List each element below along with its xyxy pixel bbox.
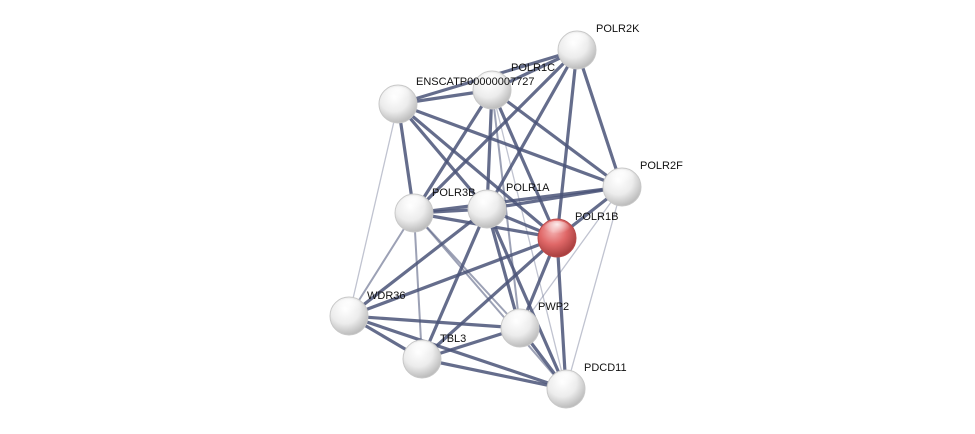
edge-wdr36-pwp2 — [347, 314, 522, 330]
node-wdr36[interactable]: WDR36 — [329, 290, 406, 336]
edge-polr1b-tbl3 — [420, 236, 559, 361]
node-label: POLR1C — [511, 62, 555, 74]
edge-polr1a-pwp2 — [485, 207, 522, 330]
edge-enscatp-polr2f — [396, 102, 624, 189]
node-label: PDCD11 — [584, 362, 627, 374]
edge-enscatp-polr1a — [396, 102, 489, 211]
edge-polr1c-polr1a — [485, 88, 494, 211]
node-label: PWP2 — [538, 301, 569, 313]
node-label: WDR36 — [367, 290, 406, 302]
edge-polr3b-pdcd11 — [413, 212, 567, 390]
edge-polr2k-polr2f — [575, 48, 624, 189]
node-enscatp[interactable]: ENSCATP00000007727 — [378, 76, 534, 124]
node-polr1c[interactable]: POLR1C — [472, 62, 555, 110]
node-highlight-shine — [506, 310, 534, 329]
node-highlight-shine — [335, 298, 363, 317]
node-polr2k[interactable]: POLR2K — [557, 23, 640, 70]
node-label: POLR3B — [432, 187, 475, 199]
node-highlight-shine — [478, 72, 506, 90]
edge-polr2f-pdcd11 — [565, 186, 623, 390]
edge-polr1a-pdcd11 — [485, 207, 568, 391]
edge-enscatp-polr1b — [396, 102, 559, 240]
edge-polr2f-polr1a — [485, 185, 624, 211]
node-label: ENSCATP00000007727 — [416, 76, 534, 88]
edge-polr1c-pdcd11 — [491, 89, 567, 390]
node-highlight-shine — [543, 220, 571, 238]
node-highlight-shine — [552, 371, 580, 390]
node-pdcd11[interactable]: PDCD11 — [546, 362, 627, 409]
node-tbl3[interactable]: TBL3 — [402, 333, 466, 379]
edge-polr3b-tbl3 — [413, 212, 423, 360]
edge-polr1b-pdcd11 — [555, 236, 568, 391]
edge-wdr36-pdcd11 — [347, 314, 568, 391]
node-polr2f[interactable]: POLR2F — [602, 160, 683, 207]
node-highlight-shine — [384, 86, 412, 104]
edge-polr2f-pwp2 — [519, 186, 623, 329]
node-polr1b[interactable]: POLR1B — [537, 211, 618, 258]
edge-polr1c-polr1b — [490, 88, 559, 240]
edge-tbl3-pdcd11 — [420, 357, 568, 391]
node-highlight-shine — [408, 341, 436, 360]
node-pwp2[interactable]: PWP2 — [500, 301, 569, 348]
edge-polr1a-tbl3 — [420, 207, 489, 361]
node-polr1a[interactable]: POLR1A — [467, 182, 550, 229]
node-label: POLR2K — [596, 23, 640, 35]
node-polr3b[interactable]: POLR3B — [394, 187, 475, 233]
edge-polr1c-polr2f — [490, 88, 624, 189]
edge-polr1a-wdr36 — [347, 207, 489, 318]
node-highlight-shine — [563, 32, 591, 50]
node-label: POLR1A — [506, 182, 550, 194]
edge-polr1b-wdr36 — [347, 236, 559, 318]
node-highlight-shine — [400, 195, 428, 213]
edge-enscatp-wdr36 — [348, 103, 399, 317]
node-highlight-shine — [473, 191, 501, 209]
node-label: POLR2F — [640, 160, 683, 172]
node-label: POLR1B — [575, 211, 618, 223]
node-label: TBL3 — [440, 333, 466, 345]
edge-polr2k-polr3b — [412, 48, 579, 215]
node-highlight-shine — [608, 169, 636, 187]
edge-polr3b-wdr36 — [348, 212, 415, 317]
